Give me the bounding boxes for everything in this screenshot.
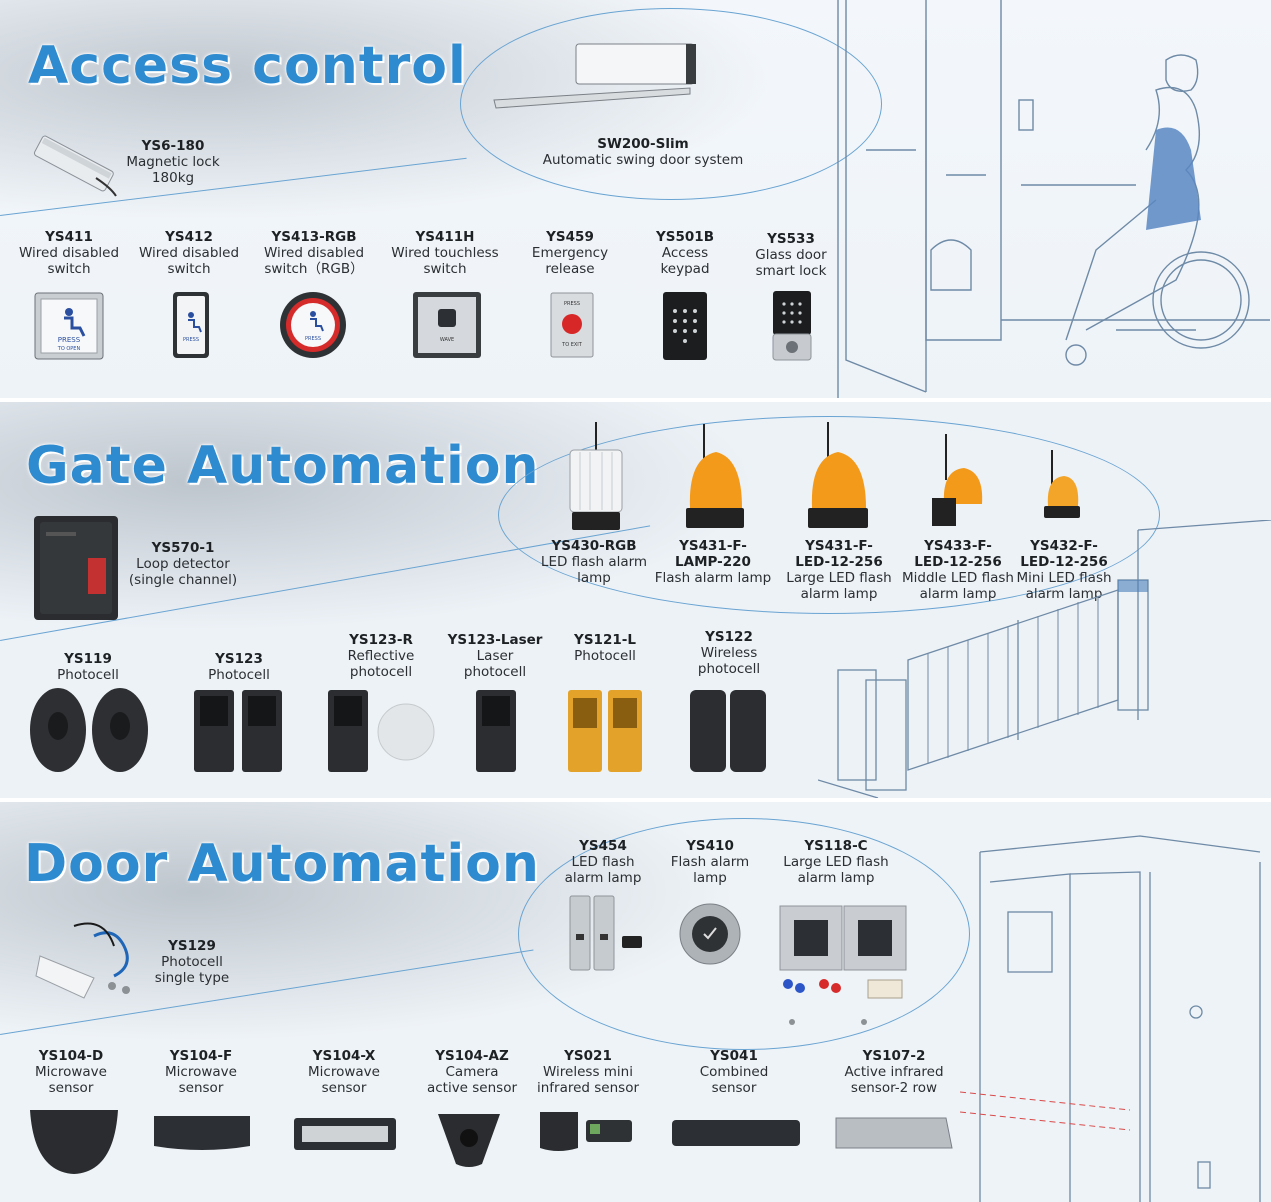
access-keypad-image xyxy=(662,291,708,361)
large-led-flash-lamp-image xyxy=(806,420,870,532)
led-flash-lamp-rgb-image xyxy=(566,420,626,532)
door-automation-panel: Door Automation YS129 Photocell single t… xyxy=(0,802,1271,1202)
mini-led-flash-lamp-image xyxy=(1042,448,1082,522)
wheelchair-door-illustration xyxy=(836,0,1271,398)
wireless-photocell-pair-image xyxy=(688,688,768,774)
disabled-switch-round-rgb-image: PRESS xyxy=(278,290,348,360)
sliding-door-illustration xyxy=(960,822,1271,1202)
wave-text: WAVE xyxy=(440,337,454,343)
combined-sensor-image xyxy=(670,1118,802,1148)
magnetic-lock-image xyxy=(26,128,121,198)
swing-door-operator-image xyxy=(490,42,720,122)
to-open-text: TO OPEN xyxy=(57,346,81,352)
flash-alarm-lamp-round-image xyxy=(678,902,742,966)
microwave-sensor-bar-image xyxy=(292,1116,398,1152)
product-label-ys6-180: YS6-180 Magnetic lock 180kg xyxy=(126,138,220,186)
camera-active-sensor-image xyxy=(436,1108,502,1170)
product-label-ys570-1: YS570-1 Loop detector (single channel) xyxy=(128,540,238,588)
featured-oval xyxy=(460,8,882,200)
press-text: PRESS xyxy=(305,336,321,342)
sliding-gate-illustration xyxy=(818,520,1271,798)
featured-oval xyxy=(498,416,1160,614)
middle-led-flash-lamp-image xyxy=(928,432,986,532)
press-text: PRESS xyxy=(58,336,81,344)
wireless-infrared-sensor-image xyxy=(538,1108,634,1156)
active-infrared-sensor-image xyxy=(834,1116,954,1150)
touchless-switch-image: WAVE xyxy=(412,291,482,359)
press-text: PRESS xyxy=(183,337,199,343)
press-text: PRESS xyxy=(564,301,580,307)
section-divider xyxy=(0,798,1271,802)
door-automation-heading: Door Automation xyxy=(24,834,540,894)
photocell-single-type-image xyxy=(34,916,144,1000)
microwave-sensor-dome-image xyxy=(28,1106,120,1176)
product-label-ys129: YS129 Photocell single type xyxy=(154,938,230,986)
section-divider xyxy=(0,398,1271,402)
disabled-switch-square-image: PRESS TO OPEN xyxy=(34,292,104,360)
disabled-switch-narrow-image: PRESS xyxy=(172,291,210,359)
flash-alarm-lamp-image xyxy=(684,422,746,532)
photocell-oval-pair-image xyxy=(28,686,152,776)
featured-oval xyxy=(518,818,970,1050)
emergency-release-image: PRESS TO EXIT xyxy=(550,292,594,358)
photocell-amber-pair-image xyxy=(566,688,644,774)
gate-automation-panel: Gate Automation YS570-1 Loop detector (s… xyxy=(0,402,1271,798)
led-flash-lamp-pair-image xyxy=(568,894,646,974)
loop-detector-image xyxy=(28,512,124,624)
reflective-photocell-image xyxy=(326,688,438,774)
photocell-box-pair-image xyxy=(192,688,284,774)
laser-photocell-image xyxy=(474,688,518,774)
product-label-sw200-slim: SW200-Slim Automatic swing door system xyxy=(542,136,744,168)
access-control-panel: Access control YS6-180 Magnetic lock 180… xyxy=(0,0,1271,398)
large-led-flash-lamp-kit-image xyxy=(778,904,908,1036)
access-control-heading: Access control xyxy=(28,36,467,96)
gate-automation-heading: Gate Automation xyxy=(26,436,540,496)
microwave-sensor-flat-image xyxy=(152,1108,252,1154)
glass-door-lock-image xyxy=(772,290,812,362)
to-exit-text: TO EXIT xyxy=(561,342,583,348)
